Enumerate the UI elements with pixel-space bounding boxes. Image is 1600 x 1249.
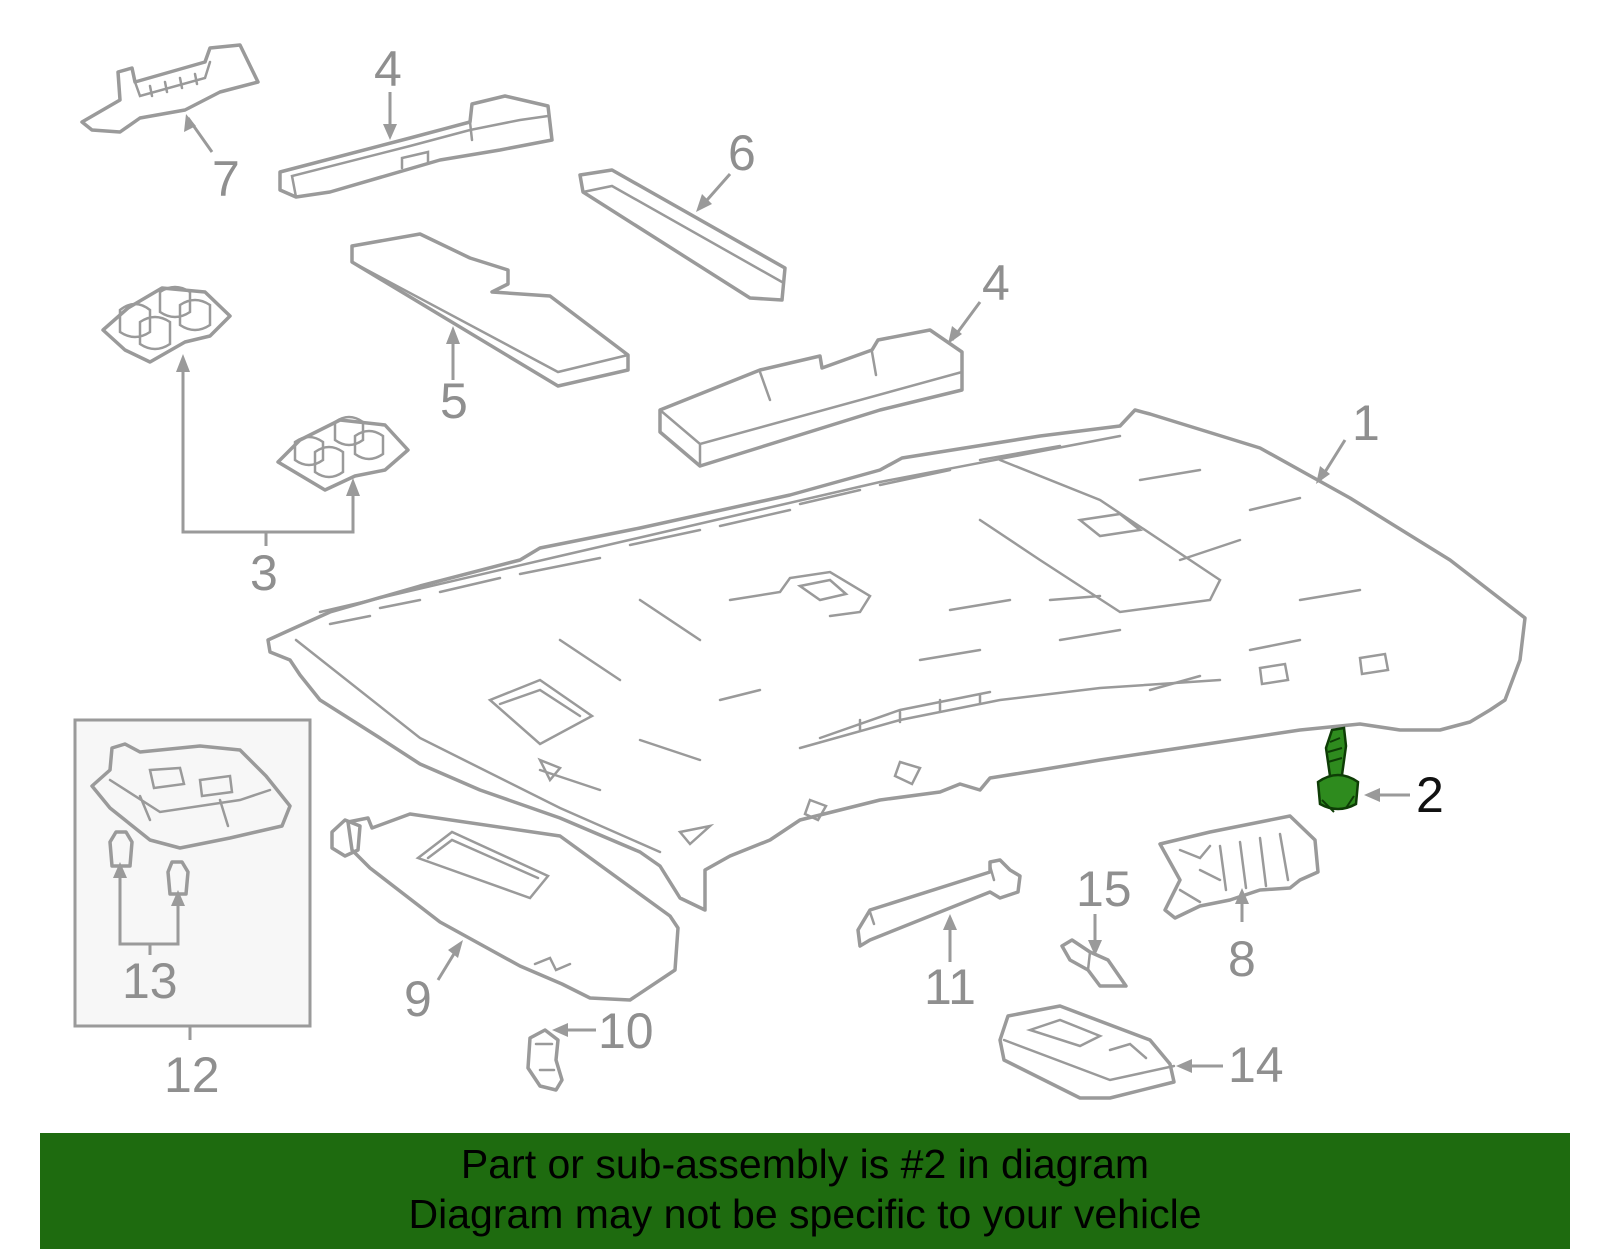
part-6-bar[interactable] [578,168,787,302]
callout-7: 7 [212,151,240,207]
part-13-clip-left[interactable] [108,830,134,868]
part-13-clip-right[interactable] [166,860,190,896]
part-3-clip-lower[interactable] [276,415,410,492]
callout-15: 15 [1076,861,1132,917]
part-7-bracket[interactable] [80,43,260,134]
part-4-upper-rail[interactable] [278,94,554,199]
callout-8: 8 [1228,931,1256,987]
part-3-clip-upper[interactable] [101,285,232,364]
callout-3: 3 [250,545,278,601]
part-2-clip[interactable] [1316,726,1360,813]
part-11-handle[interactable] [856,858,1022,948]
banner-line-part: Part or sub-assembly is #2 in diagram [460,1141,1150,1187]
leader-lines [113,92,1410,1073]
callout-9: 9 [404,971,432,1027]
part-4-lower-rail[interactable] [658,328,964,468]
callout-4-lower: 4 [982,255,1010,311]
part-9-sun-visor[interactable] [330,812,680,1002]
part-10-holder[interactable] [526,1028,564,1092]
callout-11: 11 [924,959,976,1015]
callout-4-upper: 4 [374,41,402,97]
callout-10: 10 [598,1003,654,1059]
callout-5: 5 [440,373,468,429]
part-5-panel[interactable] [350,232,630,388]
part-8-trim[interactable] [1158,814,1320,920]
info-banner: Part or sub-assembly is #2 in diagram Di… [40,1133,1570,1249]
part-12-inset [73,718,312,1028]
callout-1: 1 [1352,395,1380,451]
callout-12: 12 [164,1047,220,1103]
part-12-dome-lamp[interactable] [90,742,292,850]
callout-2: 2 [1416,767,1444,823]
part-1-headliner[interactable] [266,408,1527,912]
callout-6: 6 [728,125,756,181]
callout-13: 13 [122,953,178,1009]
part-14-lamp[interactable] [998,1004,1176,1100]
banner-line-disclaimer: Diagram may not be specific to your vehi… [408,1191,1202,1237]
part-15-bulb[interactable] [1060,938,1128,988]
callout-14: 14 [1228,1037,1284,1093]
